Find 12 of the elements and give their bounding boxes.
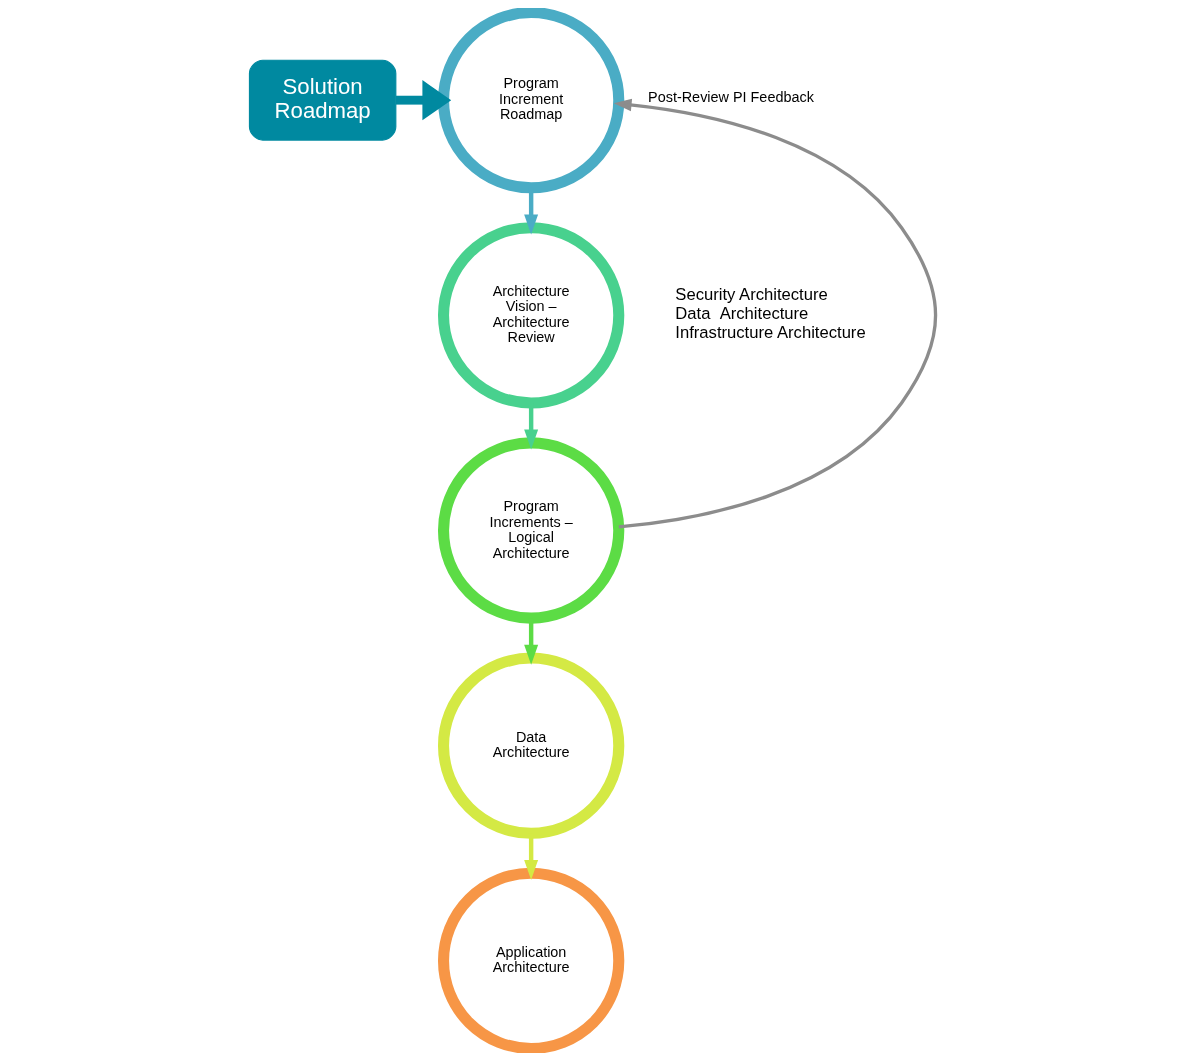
node-circle: Program Increments – Logical Architecture — [437, 437, 624, 624]
arrow — [613, 98, 937, 529]
node-circle: Application Architecture — [437, 867, 624, 1053]
node-circle: Data Architecture — [437, 652, 624, 839]
edge-label: Post-Review PI Feedback — [647, 89, 814, 106]
label: Data Architecture — [674, 304, 808, 324]
arrow — [395, 80, 451, 121]
node-circle: Architecture Vision – Architecture Review — [437, 222, 624, 409]
node-circle: Program Increment Roadmap — [437, 8, 624, 194]
node-box: Solution Roadmap — [248, 59, 396, 141]
label: Security Architecture — [674, 285, 828, 305]
label: Infrastructure Architecture — [674, 323, 866, 343]
